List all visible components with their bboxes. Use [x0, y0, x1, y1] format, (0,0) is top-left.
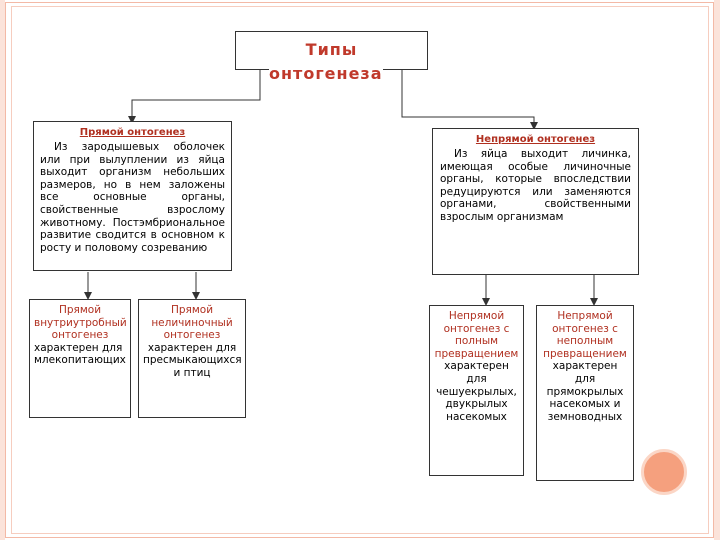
indirect-text: Из яйца выходит личинка, имеющая особые … [440, 148, 631, 223]
decor-frame [5, 2, 714, 538]
indirect-heading: Непрямой онтогенез [475, 134, 596, 145]
sub-box-4: Непрямой онтогенез с неполным превращени… [536, 305, 634, 481]
sub1-title: Прямой внутриутробный онтогенез [34, 304, 127, 342]
indirect-box: Непрямой онтогенез Из яйца выходит личин… [432, 128, 639, 275]
sub2-text: характерен для пресмыкающихся и птиц [143, 341, 242, 379]
sub2-title: Прямой неличиночный онтогенез [151, 304, 233, 342]
direct-box: Прямой онтогенез Из зародышевых оболочек… [33, 121, 232, 271]
sub3-text: характерен для чешуекрылых, двукрылых на… [436, 360, 517, 423]
sub4-title: Непрямой онтогенез с неполным превращени… [543, 310, 627, 360]
sub4-text: характерен для прямокрылых насекомых и з… [546, 360, 624, 423]
direct-text: Из зародышевых оболочек или при вылуплен… [40, 141, 225, 254]
decor-stripe-right [714, 0, 720, 540]
sub-box-2: Прямой неличиночный онтогенез характерен… [138, 299, 246, 418]
title-line1: Типы [305, 40, 358, 59]
sub-box-3: Непрямой онтогенез с полным превращением… [429, 305, 524, 476]
arrow-to-indirect [401, 70, 538, 130]
direct-heading: Прямой онтогенез [79, 127, 186, 138]
decor-frame-inner [11, 6, 709, 534]
decor-circle [641, 449, 687, 495]
sub3-title: Непрямой онтогенез с полным превращением [434, 310, 519, 360]
sub1-text: характерен для млекопитающих [34, 341, 126, 367]
title-box: Типы онтогенеза [235, 31, 428, 83]
decor-stripe-left [0, 0, 5, 540]
arrow-to-direct [128, 70, 261, 124]
sub-box-1: Прямой внутриутробный онтогенез характер… [29, 299, 131, 418]
title-line2: онтогенеза [269, 64, 383, 83]
